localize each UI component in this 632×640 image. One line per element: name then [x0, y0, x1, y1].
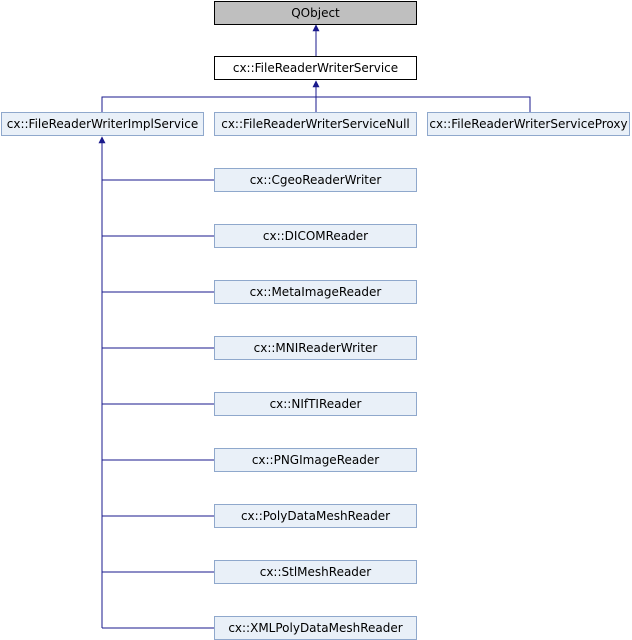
class-node-xml-poly-data-mesh-reader[interactable]: cx::XMLPolyDataMeshReader: [214, 616, 417, 640]
class-node-stl-mesh-reader[interactable]: cx::StlMeshReader: [214, 560, 417, 584]
class-node-qobject[interactable]: QObject: [214, 1, 417, 25]
class-node-meta-image-reader[interactable]: cx::MetaImageReader: [214, 280, 417, 304]
class-node-png-image-reader[interactable]: cx::PNGImageReader: [214, 448, 417, 472]
class-node-poly-data-mesh-reader[interactable]: cx::PolyDataMeshReader: [214, 504, 417, 528]
class-node-dicom-reader[interactable]: cx::DICOMReader: [214, 224, 417, 248]
class-node-nifti-reader[interactable]: cx::NIfTIReader: [214, 392, 417, 416]
class-node-mni-reader-writer[interactable]: cx::MNIReaderWriter: [214, 336, 417, 360]
class-node-file-reader-writer-service-proxy[interactable]: cx::FileReaderWriterServiceProxy: [427, 112, 630, 136]
class-node-cgeo-reader-writer[interactable]: cx::CgeoReaderWriter: [214, 168, 417, 192]
class-node-file-reader-writer-impl-service[interactable]: cx::FileReaderWriterImplService: [1, 112, 204, 136]
class-node-file-reader-writer-service[interactable]: cx::FileReaderWriterService: [214, 56, 417, 80]
class-node-file-reader-writer-service-null[interactable]: cx::FileReaderWriterServiceNull: [214, 112, 417, 136]
